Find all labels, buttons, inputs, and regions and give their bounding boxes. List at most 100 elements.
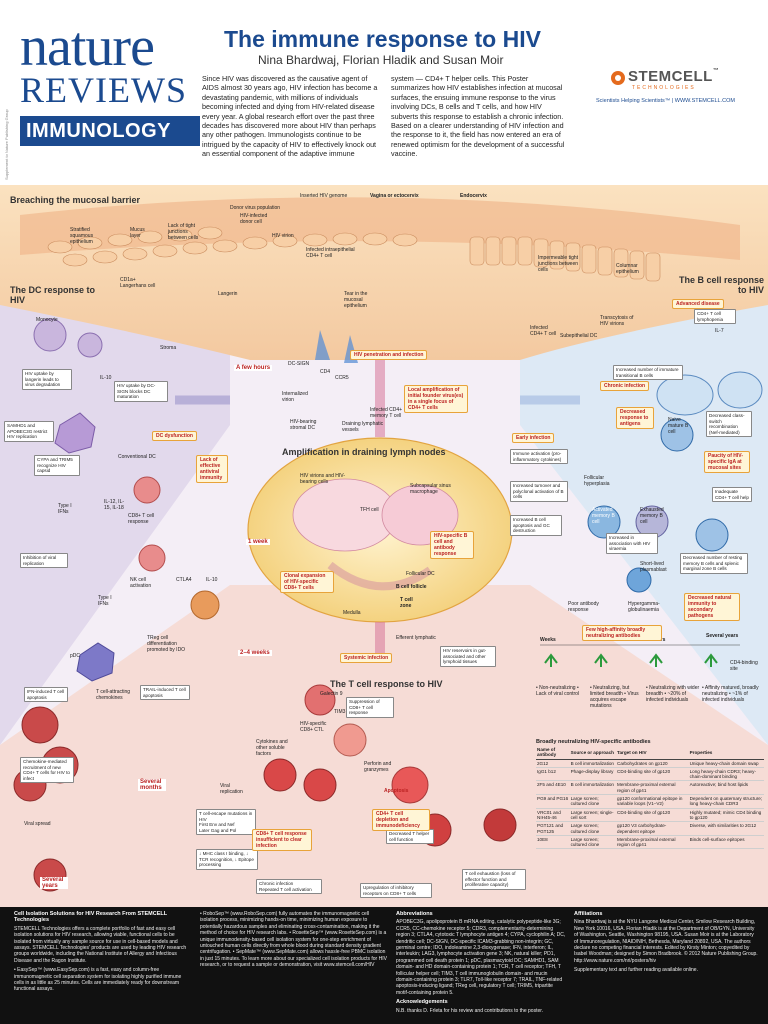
label-galectin: Galectin 9 [320, 691, 343, 697]
label-infected-cd4: Infected CD4+ T cell [530, 325, 557, 337]
label-virions-cells: HIV virions and HIV-bearing cells [300, 473, 346, 485]
label-t-attracting: T cell-attracting chemokines [96, 689, 131, 701]
label-tear: Tear in the mucosal epithelium [344, 291, 368, 309]
sponsor-name: STEMCELL™ [628, 68, 719, 85]
label-tight-junctions: Lack of tight junctions between cells [168, 223, 199, 241]
box-ifn-apoptosis: IFN-induced T cell apoptosis [24, 687, 68, 703]
table-cell: Autoreactive; bind host lipids [688, 780, 764, 796]
table-cell: CD4-binding site of gp120 [616, 767, 689, 782]
box-decreased-resting: Decreased number of resting memory B cel… [680, 553, 748, 574]
label-medulla: Medulla [343, 610, 361, 616]
column-header: Name of antibody [536, 746, 570, 760]
table-cell: IgG1 b12 [536, 767, 570, 782]
label-tfh: TFH cell [360, 507, 379, 513]
footer-products-body[interactable]: • RoboSep™ (www.RoboSep.com) fully autom… [200, 911, 387, 969]
label-infected-memory: Infected CD4+ memory T cell [370, 407, 403, 419]
label-vagina: Vagina or ectocervix [370, 193, 419, 199]
table-cell: 2F5 and 4E10 [536, 780, 570, 796]
label-follicular-dc: Follicular DC [406, 571, 435, 577]
timepoint-several-years: Several years [40, 877, 68, 889]
footer-affil-body[interactable]: Nina Bhardwaj is at the NYU Langone Medi… [574, 919, 758, 964]
footer-ack-heading: Acknowledgements [396, 999, 448, 1006]
column-header: Source or approach [569, 746, 617, 760]
box-chemokine-recruit: Chemokine-mediated recruitment of new CD… [20, 757, 74, 784]
box-trail-apoptosis: TRAIL-induced T cell apoptosis [140, 685, 190, 701]
journal-brand[interactable]: nature REVIEWS IMMUNOLOGY [20, 19, 200, 146]
label-b-follicle: B cell follicle [396, 584, 427, 590]
label-type1-ifn-b: Type I IFNs [98, 595, 112, 607]
section-bar: IMMUNOLOGY [20, 116, 200, 146]
table-cell: PG9 and PG16 [536, 794, 570, 809]
sponsor-tagline[interactable]: Scientists Helping Scientists™ | WWW.STE… [596, 98, 735, 104]
footer-col-affiliations: Affiliations Nina Bhardwaj is at the NYU… [574, 911, 758, 974]
table-cell: Diverse, with similarities to 2G12 [688, 821, 764, 836]
intro-text: Since HIV was discovered as the causativ… [202, 74, 565, 159]
table-cell: Carbohydrates on gp120 [616, 759, 689, 768]
badge-advanced-disease: Advanced disease [672, 299, 724, 309]
label-treg-diff: TReg cell differentiation promoted by ID… [147, 635, 186, 653]
badge-decreased-response: Decreased response to antigens [616, 407, 654, 429]
label-columnar: Columnar epithelium [616, 263, 639, 275]
label-langerin: Langerin [218, 291, 238, 297]
label-draining-vessels: Draining lymphatic vessels [342, 421, 384, 433]
footer-ack-body: N.B. thanks D. Frleta for his review and… [396, 1007, 544, 1014]
label-langerhans: CD1a+ Langerhans cell [120, 277, 156, 289]
sponsor-name-text: STEMCELL [628, 68, 713, 85]
box-samhd1: SAMHD1 and APOBEC3G restrict HIV replica… [4, 421, 54, 442]
brand-reviews: REVIEWS [20, 70, 187, 110]
b-follicle-left [292, 478, 398, 552]
table-cell: Long heavy-chain CDR3; heavy-chain-domin… [688, 767, 764, 782]
side-note: Supplement to Nature Publishing Group [4, 109, 9, 180]
label-il7: IL-7 [715, 328, 724, 334]
label-viral-replication: Viral replication [220, 783, 243, 795]
section-dc: The DC response to HIV [10, 285, 96, 305]
label-apoptosis: Apoptosis [384, 788, 409, 794]
label-pdc: pDC [70, 653, 81, 659]
footer-affil-heading: Affiliations [574, 911, 603, 917]
b-follicle-right [381, 484, 459, 546]
badge-dc-dysfunction: DC dysfunction [152, 431, 197, 441]
label-hiv-stromal-dc: HIV-bearing stromal DC [290, 419, 317, 431]
label-tim3: TIM3 [334, 709, 346, 715]
footer-abbrev-body: APOBEC3G, apolipoprotein B mRNA editing,… [396, 919, 566, 996]
label-plasmablast: Short-lived plasmablast [640, 561, 667, 573]
escape-first: First Env and Nef [199, 822, 235, 828]
label-follicular-hyper: Follicular hyperplasia [584, 475, 610, 487]
footer-easysep[interactable]: • EasySep™ (www.EasySep.com) is a fast, … [14, 967, 182, 993]
label-nn2: • Neutralizing, but limited breadth • Vi… [590, 685, 639, 709]
table-cell: Phage-display library [569, 767, 617, 782]
label-cd4-binding-site: CD4-binding site [730, 660, 758, 672]
badge-decreased-natural: Decreased natural immunity to secondary … [684, 593, 740, 621]
label-impermeable: Impermeable tight junctions between cell… [538, 255, 579, 273]
section-bcell: The B cell response to HIV [678, 275, 764, 295]
table-cell: Large screen; single-cell sort [569, 808, 617, 823]
table-cell: Large screen; cultured clone [569, 835, 617, 850]
box-exhaustion: T cell exhaustion (loss of effector func… [462, 869, 526, 890]
label-il10-mid: IL-10 [206, 577, 218, 583]
timepoint-2-4-weeks: 2–4 weeks [238, 650, 272, 656]
box-decreased-switch: Decreased class-switch recombination (Ne… [706, 411, 752, 438]
label-il10-top: IL-10 [100, 375, 112, 381]
label-t-zone: T cell zone [400, 597, 413, 609]
table-cell: B cell immortalization [569, 780, 617, 796]
label-inserted-genome: Inserted HIV genome [300, 193, 348, 199]
table-cell: Unique heavy-chain domain swap [688, 759, 764, 768]
table-cell: Large screen; cultured clone [569, 821, 617, 836]
label-hyperglobulin: Hypergamma-globulinaemia [628, 601, 660, 613]
table-cell: Membrane-proximal external region of gp4… [616, 835, 689, 850]
badge-chronic-infection: Chronic infection [600, 381, 650, 391]
stemcell-logo-icon[interactable] [610, 68, 750, 100]
table-header-row: Name of antibody Source or approach Targ… [536, 746, 764, 760]
table-cell: Binds cell-surface epitopes [688, 835, 764, 850]
box-hiv-in-gut: HIV reservoirs in gut-associated and oth… [440, 646, 496, 667]
label-nn1: • Non-neutralizing • Lack of viral contr… [536, 685, 580, 697]
label-nn3: • Neutralizing with wider breadth • ~20%… [646, 685, 700, 703]
box-increased-turnover: Increased turnover and polyclonal activa… [510, 481, 568, 502]
sponsor-tm: ™ [712, 68, 720, 74]
table-cell: gp120 conformational epitope in variable… [616, 794, 689, 809]
label-cd8-response: CD8+ T cell response [128, 513, 155, 525]
column-header: Properties [688, 746, 764, 760]
